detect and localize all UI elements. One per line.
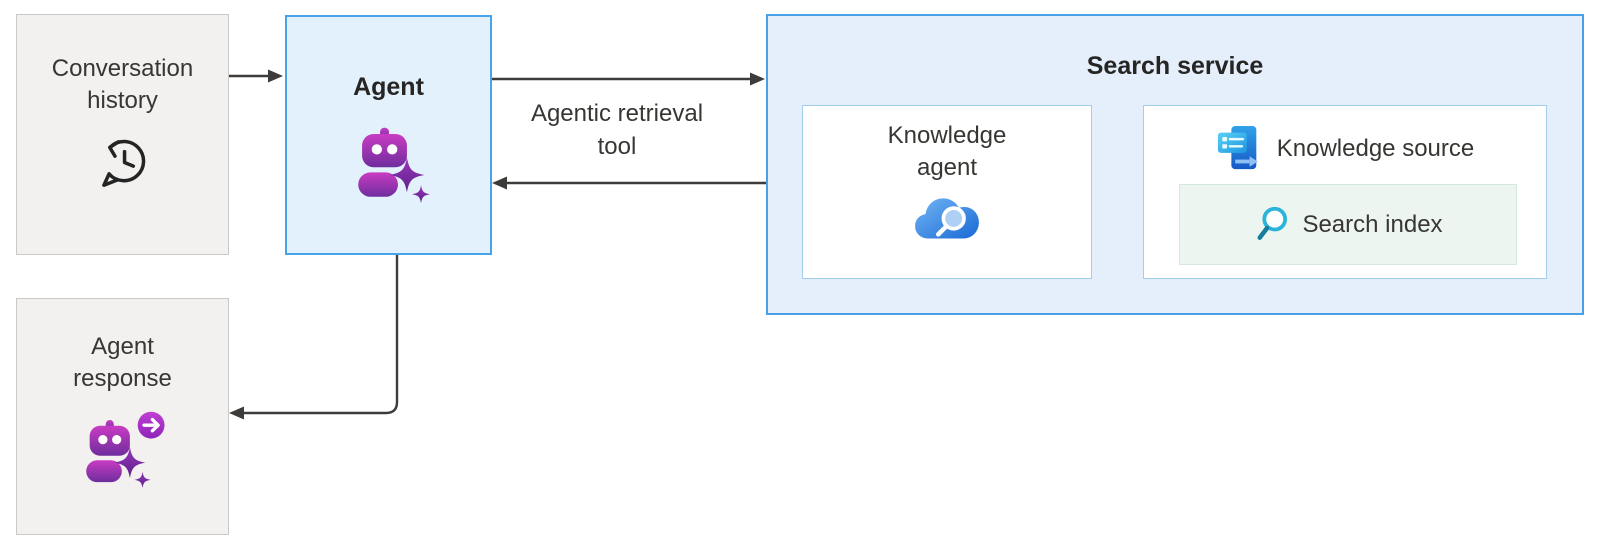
knowledge-source-icon bbox=[1217, 125, 1258, 170]
arrow-agent-to-response bbox=[229, 254, 399, 420]
agent-response-node: Agent response bbox=[16, 298, 229, 535]
knowledge-source-header: Knowledge source bbox=[1216, 123, 1474, 175]
arrow-agent-to-search-service bbox=[492, 72, 765, 86]
knowledge-source-label: Knowledge source bbox=[1276, 135, 1475, 162]
agent-node: Agent bbox=[285, 15, 492, 255]
conversation-history-node: Conversation history bbox=[16, 14, 229, 255]
conversation-history-label: Conversation history bbox=[51, 55, 194, 114]
search-index-label: Search index bbox=[1302, 210, 1443, 238]
agentic-retrieval-tool-label: Agentic retrieval tool bbox=[530, 100, 704, 160]
search-service-title: Search service bbox=[1086, 52, 1264, 80]
agent-response-label: Agent response bbox=[73, 333, 172, 392]
knowledge-agent-label: Knowledge agent bbox=[887, 122, 1007, 181]
agent-robot-sparkle-icon bbox=[357, 127, 430, 204]
arrow-conversation-to-agent bbox=[229, 69, 283, 83]
knowledge-agent-node: Knowledge agent bbox=[802, 105, 1092, 279]
cloud-search-icon bbox=[915, 198, 979, 239]
chat-history-icon bbox=[101, 139, 145, 187]
search-magnifier-icon bbox=[1257, 206, 1288, 240]
agent-response-robot-icon bbox=[85, 411, 165, 488]
search-index-node: Search index bbox=[1179, 184, 1517, 265]
arrow-search-service-to-agent bbox=[492, 176, 766, 190]
knowledge-source-node: Knowledge source Search index bbox=[1143, 105, 1547, 279]
agent-label: Agent bbox=[353, 73, 424, 101]
